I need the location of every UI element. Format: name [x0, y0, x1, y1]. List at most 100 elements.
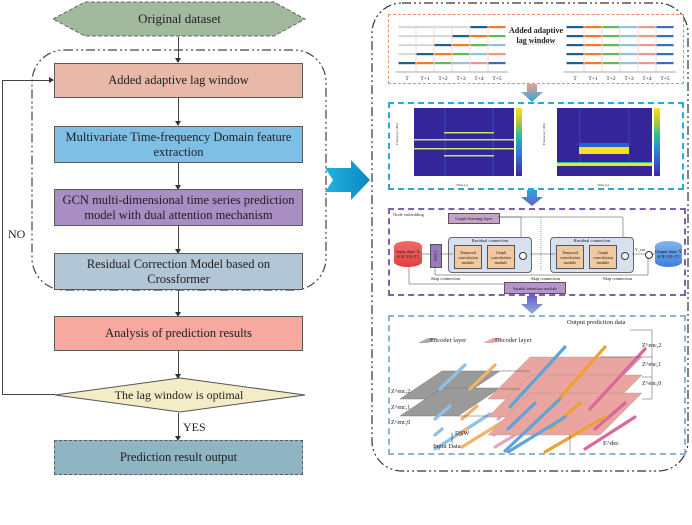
- series-segment: [656, 53, 674, 56]
- series-segment: [656, 26, 674, 29]
- lag-window-caption: Added adaptive lag window: [508, 26, 563, 45]
- series-segment: [620, 35, 638, 38]
- model-group-outline: [31, 49, 327, 291]
- series-segment: [416, 62, 434, 65]
- arrow-icon: [175, 121, 181, 126]
- series-segment: [656, 35, 674, 38]
- temporal-conv-module: Temporal convolution module: [556, 245, 584, 269]
- z-enc-1-label: Z^enc,1: [391, 405, 411, 411]
- dec-embed-bar: [543, 415, 607, 453]
- decoder-bar: [588, 347, 647, 411]
- linear-layer: Linear: [430, 244, 442, 268]
- skip-connection-label-3: Skip connection: [603, 276, 633, 281]
- series-segment: [416, 26, 434, 29]
- spatial-attention-module: Spatial attention module: [504, 282, 566, 294]
- series-segment: [602, 35, 620, 38]
- series-segment: [488, 53, 506, 56]
- step-adaptive-lag-window: Added adaptive lag window: [54, 63, 303, 98]
- series-segment: [566, 62, 584, 65]
- no-label: NO: [8, 227, 26, 241]
- step-feature-extraction: Multivariate Time-frequency Domain featu…: [54, 126, 303, 163]
- decoder-layer-label: Decoder layer: [495, 337, 532, 344]
- sum-node-icon: [645, 251, 653, 259]
- z-enc-2-label: Z^enc,2: [391, 389, 411, 395]
- series-segment: [602, 53, 620, 56]
- end-node: Prediction result output: [54, 440, 303, 475]
- series-segment: [470, 44, 488, 47]
- series-segment: [602, 62, 620, 65]
- input-data-cylinder: Input data: X ∈ R^{N×T}: [394, 241, 422, 267]
- yes-label: YES: [183, 420, 206, 434]
- series-segment: [638, 62, 656, 65]
- arrow-icon: [175, 249, 181, 254]
- arrow-icon: [175, 58, 181, 63]
- residual-block-2: Residual connection Temporal convolution…: [550, 237, 634, 273]
- residual-connection-label: Residual connection: [573, 238, 611, 243]
- series-segment: [488, 62, 506, 65]
- decision-node: The lag window is optimal: [114, 388, 244, 402]
- z-dec-2-label: Z^enc,2: [642, 343, 662, 349]
- series-segment: [566, 26, 584, 29]
- node-embedding-label: Node embedding: [393, 212, 424, 217]
- time-label: T+3: [456, 76, 465, 82]
- series-segment: [620, 44, 638, 47]
- decoder-bar: [508, 345, 567, 409]
- series-segment: [602, 44, 620, 47]
- gcn-connectors: [408, 216, 655, 285]
- time-label: T+5: [660, 76, 669, 82]
- right-ylabel: Frequency (Hz): [542, 122, 546, 145]
- crossformer-panel: [388, 315, 686, 455]
- arrow-icon: [175, 312, 181, 317]
- series-segment: [452, 26, 470, 29]
- add-node-icon: [621, 252, 629, 260]
- input-data-label: Input Data: [433, 443, 461, 450]
- lag-window-panel: [388, 14, 684, 84]
- arrow-icon: [49, 77, 54, 83]
- dec-embed-bar: [506, 415, 567, 453]
- z-dec-1-label: Z^enc,1: [642, 362, 662, 368]
- series-segment: [602, 26, 620, 29]
- series-segment: [434, 44, 452, 47]
- encoder-bar: [460, 404, 479, 421]
- z-dec-0-label: Z^enc,0: [642, 381, 662, 387]
- series-segment: [566, 53, 584, 56]
- down-arrow-icon: [521, 190, 543, 206]
- series-segment: [656, 62, 674, 65]
- series-segment: [488, 35, 506, 38]
- encoder-bar: [458, 427, 469, 437]
- dsw-label: DSW: [455, 430, 470, 437]
- gcn-diagram: Node embedding Graph learning layer Inpu…: [391, 211, 683, 294]
- graph-learning-layer: Graph learning layer: [448, 213, 500, 224]
- series-segment: [416, 53, 434, 56]
- encoder-bar: [468, 363, 497, 391]
- series-segment: [566, 44, 584, 47]
- series-segment: [398, 35, 416, 38]
- series-segment: [452, 44, 470, 47]
- series-segment: [584, 62, 602, 65]
- series-segment: [638, 44, 656, 47]
- series-segment: [638, 26, 656, 29]
- skip-connection-label-2: Skip connection: [531, 276, 561, 281]
- gcn-panel: [388, 208, 686, 296]
- residual-block-1: Residual connection Temporal convolution…: [448, 237, 532, 273]
- series-segment: [452, 53, 470, 56]
- encoder-bar: [438, 363, 467, 391]
- series-segment: [416, 35, 434, 38]
- graph-conv-module: Graph convolution module: [487, 245, 515, 269]
- time-label: T+2: [438, 76, 447, 82]
- encoder-legend-swatch: [418, 338, 438, 343]
- arrow-icon: [175, 374, 181, 379]
- series-segment: [488, 44, 506, 47]
- series-segment: [656, 44, 674, 47]
- decision-shape: [54, 377, 306, 413]
- series-segment: [584, 35, 602, 38]
- step-gcn-model: GCN multi-dimensional time series predic…: [54, 189, 303, 226]
- time-label: T: [573, 76, 577, 82]
- arrow-icon: [175, 436, 181, 441]
- series-segment: [566, 35, 584, 38]
- temporal-conv-module: Temporal convolution module: [454, 245, 482, 269]
- time-label: T+5: [492, 76, 501, 82]
- time-label: T+4: [474, 76, 483, 82]
- series-segment: [470, 26, 488, 29]
